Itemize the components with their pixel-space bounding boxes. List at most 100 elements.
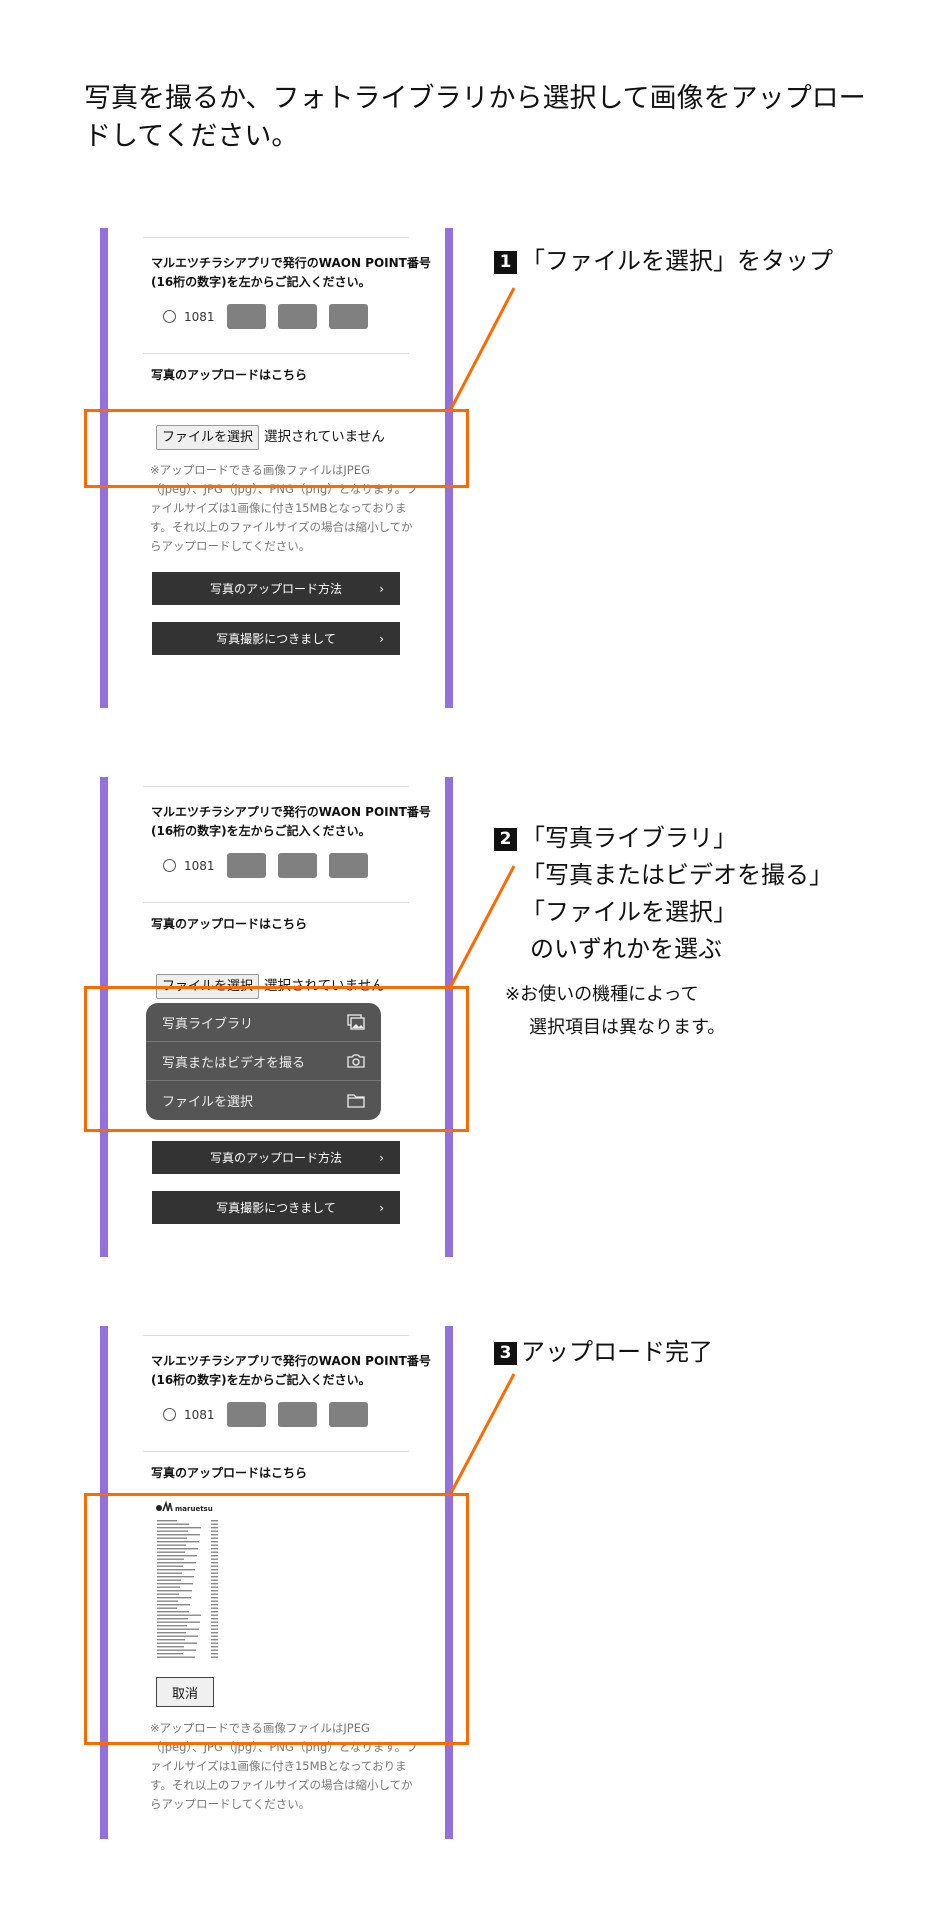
receipt-line	[157, 1611, 189, 1613]
photo-about-button[interactable]: 写真撮影につきまして ›	[152, 622, 400, 655]
photo-library-icon	[347, 1014, 365, 1030]
receipt-line	[157, 1527, 201, 1529]
receipt-line	[157, 1551, 185, 1553]
number-input[interactable]	[328, 304, 368, 329]
receipt-price	[211, 1590, 218, 1592]
number-input[interactable]	[277, 853, 317, 878]
upload-heading: 写真のアップロードはこちら	[151, 368, 308, 382]
step-number-badge: 3	[494, 1342, 517, 1365]
radio-button[interactable]	[163, 310, 176, 323]
number-input[interactable]	[277, 1402, 317, 1427]
receipt-line	[157, 1649, 196, 1651]
receipt-price	[211, 1628, 218, 1630]
button-label: 写真撮影につきまして	[216, 632, 336, 646]
receipt-line	[157, 1646, 184, 1648]
receipt-price	[211, 1558, 218, 1560]
menu-item-choose-file[interactable]: ファイルを選択	[146, 1081, 381, 1120]
photo-about-button[interactable]: 写真撮影につきまして›	[152, 1191, 400, 1224]
step-number-badge: 1	[494, 251, 517, 274]
receipt-line	[157, 1583, 193, 1585]
receipt-price	[211, 1583, 218, 1585]
waon-heading: マルエツチラシアプリで発行のWAON POINT番号(16桁の数字)を左からご記…	[151, 256, 431, 289]
number-prefix: 1081	[184, 309, 215, 324]
receipt-line	[157, 1621, 200, 1623]
number-input[interactable]	[226, 304, 266, 329]
receipt-line	[157, 1523, 189, 1525]
menu-item-take-photo[interactable]: 写真またはビデオを撮る	[146, 1042, 381, 1081]
no-file-text: 選択されていません	[264, 429, 385, 445]
upload-note: ※アップロードできる画像ファイルはJPEG（jpeg）、JPG（jpg）、PNG…	[150, 463, 418, 553]
phone-screen-step2: マルエツチラシアプリで発行のWAON POINT番号(16桁の数字)を左からご記…	[100, 777, 453, 1257]
radio-button[interactable]	[163, 1408, 176, 1421]
receipt-line	[157, 1544, 186, 1546]
number-input[interactable]	[328, 1402, 368, 1427]
divider	[143, 902, 409, 903]
upload-howto-button[interactable]: 写真のアップロード方法 ›	[152, 572, 400, 605]
upload-heading: 写真のアップロードはこちら	[151, 1466, 308, 1480]
waon-number-row: 1081	[163, 853, 445, 878]
waon-heading: マルエツチラシアプリで発行のWAON POINT番号(16桁の数字)を左からご記…	[151, 805, 431, 838]
receipt-line	[157, 1614, 201, 1616]
phone-screen-step1: マルエツチラシアプリで発行のWAON POINT番号(16桁の数字)を左からご記…	[100, 228, 453, 708]
receipt-price	[211, 1534, 218, 1536]
receipt-brand: maruetsu	[175, 1505, 213, 1513]
menu-item-label: ファイルを選択	[162, 1095, 254, 1110]
callout-line	[449, 287, 516, 410]
step-text: 「写真またはビデオを撮る」	[521, 861, 833, 889]
receipt-price	[211, 1586, 218, 1588]
receipt-price	[211, 1537, 218, 1539]
receipt-price	[211, 1607, 218, 1609]
chevron-right-icon: ›	[379, 581, 384, 596]
receipt-line	[157, 1520, 177, 1522]
receipt-line	[157, 1590, 192, 1592]
receipt-price	[211, 1562, 218, 1564]
step-text: 「写真ライブラリ」	[521, 824, 737, 852]
receipt-line	[157, 1632, 186, 1634]
upload-howto-button[interactable]: 写真のアップロード方法›	[152, 1141, 400, 1174]
receipt-line	[157, 1628, 199, 1630]
receipt-price	[211, 1614, 218, 1616]
radio-button[interactable]	[163, 859, 176, 872]
choose-file-button[interactable]: ファイルを選択	[156, 424, 260, 450]
chevron-right-icon: ›	[379, 631, 384, 646]
step-number-badge: 2	[494, 828, 517, 851]
receipt-line	[157, 1576, 194, 1578]
step1-label: 1「ファイルを選択」をタップ	[494, 243, 833, 280]
receipt-price	[211, 1523, 218, 1525]
phone-screen-step3: マルエツチラシアプリで発行のWAON POINT番号(16桁の数字)を左からご記…	[100, 1326, 453, 1839]
note-text: 選択項目は異なります。	[529, 1017, 726, 1038]
menu-item-label: 写真ライブラリ	[162, 1016, 254, 1032]
camera-icon	[347, 1054, 365, 1068]
receipt-line	[157, 1537, 187, 1539]
receipt-price	[211, 1649, 218, 1651]
receipt-price	[211, 1579, 218, 1581]
receipt-price	[211, 1530, 218, 1532]
receipt-price	[211, 1625, 218, 1627]
number-input[interactable]	[226, 853, 266, 878]
no-file-text: 選択されていません	[264, 978, 385, 994]
receipt-price	[211, 1621, 218, 1623]
menu-item-photo-library[interactable]: 写真ライブラリ	[146, 1003, 381, 1042]
receipt-price	[211, 1611, 218, 1613]
receipt-price	[211, 1618, 218, 1620]
receipt-price	[211, 1569, 218, 1571]
button-label: 写真のアップロード方法	[209, 582, 342, 596]
number-input[interactable]	[226, 1402, 266, 1427]
number-prefix: 1081	[184, 1407, 215, 1422]
receipt-line	[157, 1597, 191, 1599]
receipt-line	[157, 1558, 184, 1560]
receipt-line	[157, 1530, 188, 1532]
receipt-line	[157, 1586, 180, 1588]
receipt-price	[211, 1632, 218, 1634]
choose-file-button[interactable]: ファイルを選択	[156, 973, 260, 999]
receipt-line	[157, 1555, 197, 1557]
upload-heading: 写真のアップロードはこちら	[151, 917, 308, 931]
receipt-line	[157, 1642, 197, 1644]
cancel-button[interactable]: 取消	[156, 1677, 214, 1707]
receipt-price	[211, 1548, 218, 1550]
divider	[143, 237, 409, 238]
number-input[interactable]	[277, 304, 317, 329]
receipt-price	[211, 1576, 218, 1578]
receipt-price	[211, 1520, 218, 1522]
number-input[interactable]	[328, 853, 368, 878]
